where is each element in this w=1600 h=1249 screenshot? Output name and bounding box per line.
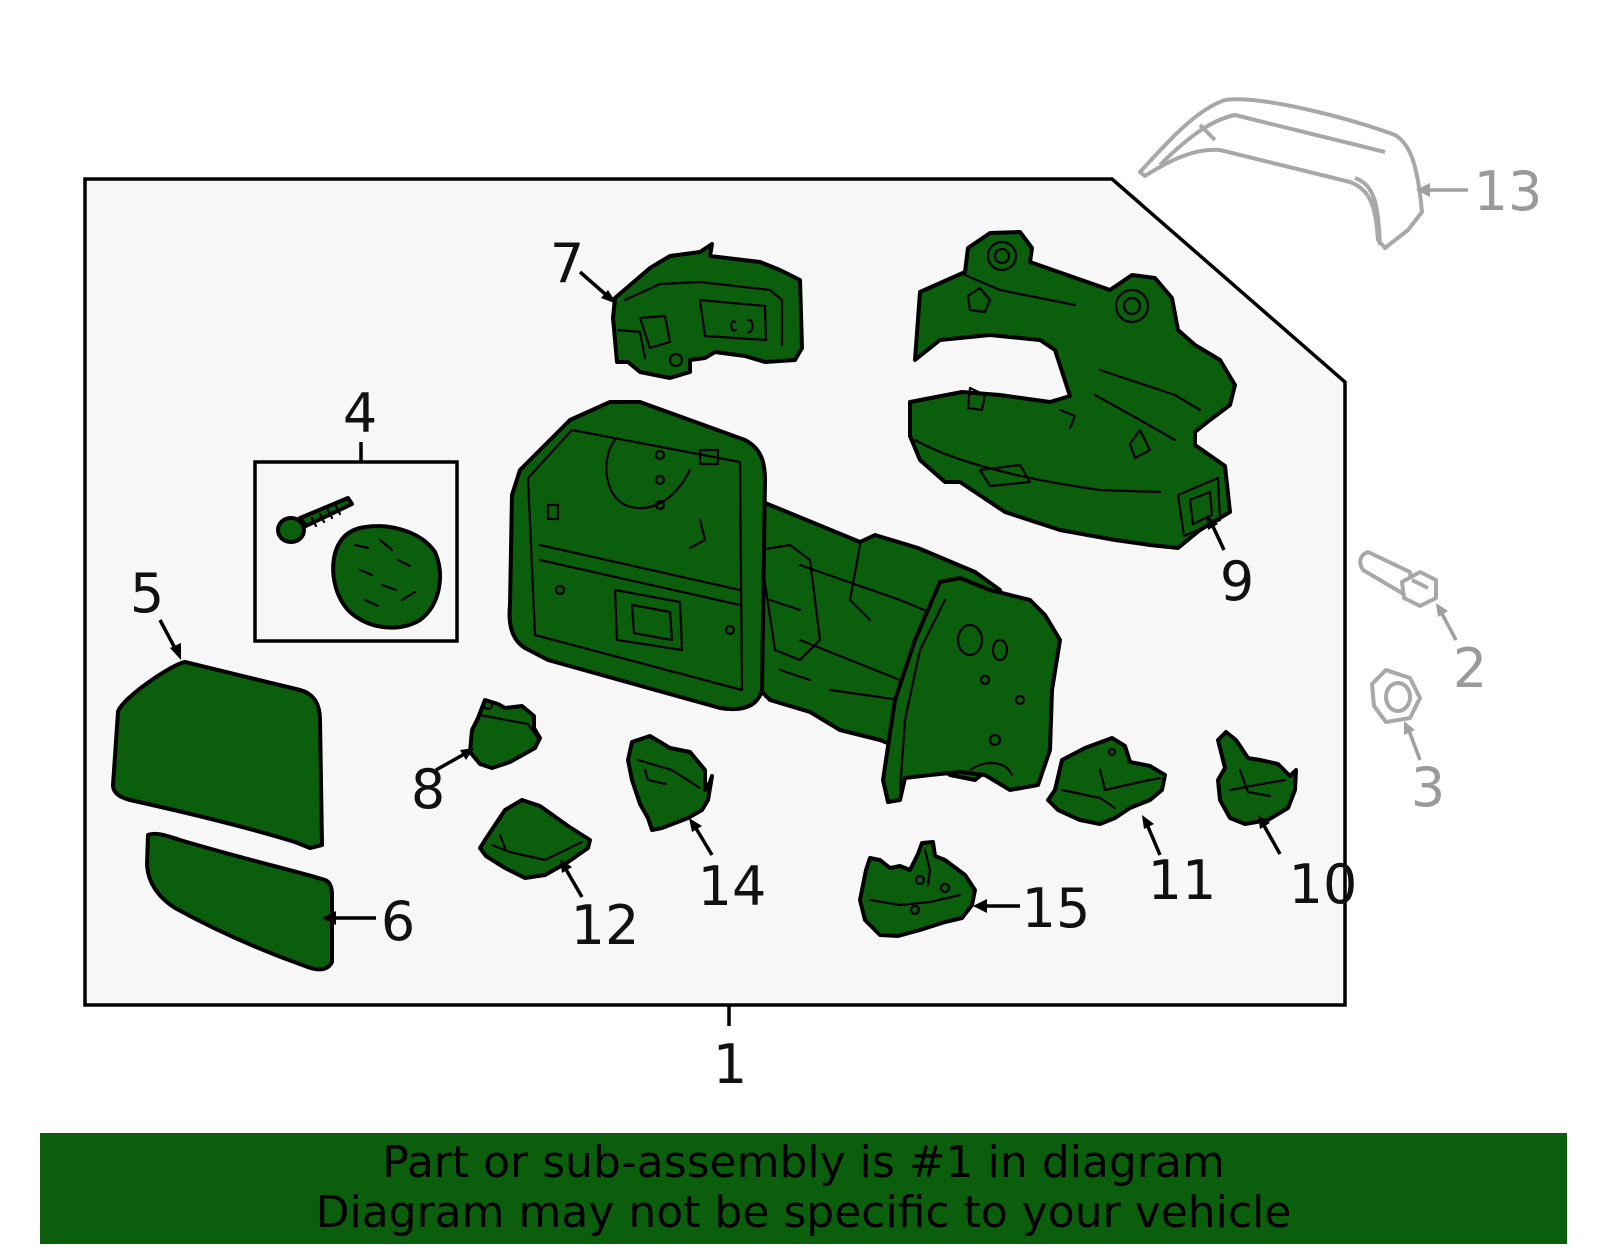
callout-9: 9 bbox=[1220, 550, 1254, 613]
callout-4: 4 bbox=[343, 382, 377, 445]
part-5-mirror-glass[interactable] bbox=[111, 660, 324, 850]
part-14-lamp[interactable] bbox=[626, 734, 714, 832]
callout-leaders-external bbox=[1404, 183, 1468, 761]
callout-13: 13 bbox=[1474, 160, 1543, 223]
part-7-bracket[interactable] bbox=[611, 242, 804, 380]
callout-1: 1 bbox=[713, 1033, 747, 1096]
banner-line-1: Part or sub-assembly is #1 in diagram bbox=[382, 1137, 1225, 1188]
callout-3: 3 bbox=[1411, 756, 1445, 819]
part-15-connector-bracket[interactable] bbox=[858, 840, 977, 938]
callout-8: 8 bbox=[411, 758, 445, 821]
disclaimer-banner: Part or sub-assembly is #1 in diagram Di… bbox=[40, 1133, 1567, 1244]
callout-14: 14 bbox=[698, 855, 767, 918]
part-8-housing[interactable] bbox=[468, 698, 542, 770]
callout-5: 5 bbox=[130, 562, 164, 625]
banner-line-2: Diagram may not be specific to your vehi… bbox=[315, 1187, 1292, 1238]
callout-6: 6 bbox=[381, 890, 415, 953]
part-1-mirror-assembly-body[interactable] bbox=[507, 400, 1062, 804]
part-11-actuator-cover[interactable] bbox=[1046, 736, 1167, 826]
part-4-screw-and-cap[interactable] bbox=[276, 496, 442, 630]
callout-11: 11 bbox=[1148, 849, 1217, 912]
part-2-bolt[interactable] bbox=[1358, 550, 1438, 608]
part-6-spotter-glass[interactable] bbox=[145, 831, 334, 972]
part-12-cover[interactable] bbox=[478, 798, 592, 880]
callout-12: 12 bbox=[571, 894, 640, 957]
callout-7: 7 bbox=[550, 232, 584, 295]
callout-leaders bbox=[158, 270, 1282, 1026]
part-3-nut[interactable] bbox=[1370, 668, 1422, 724]
part-9-base-housing[interactable] bbox=[908, 230, 1237, 550]
callout-10: 10 bbox=[1289, 853, 1358, 916]
callout-2: 2 bbox=[1453, 637, 1487, 700]
part-10-actuator[interactable] bbox=[1216, 730, 1298, 826]
callout-15: 15 bbox=[1022, 877, 1091, 940]
part-13-mirror-cap[interactable] bbox=[1138, 97, 1424, 250]
